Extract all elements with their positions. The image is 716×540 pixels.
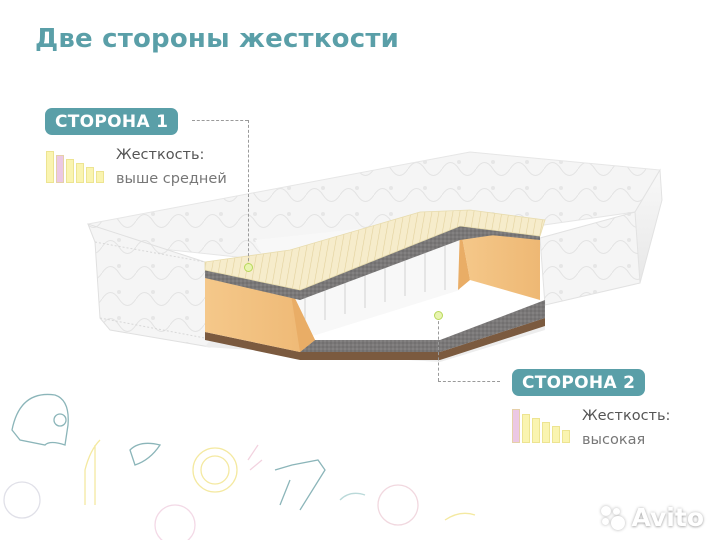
side2-hardness-bars-icon — [512, 409, 570, 443]
side1-badge: СТОРОНА 1 — [45, 108, 179, 135]
side1-hardness-label: Жесткость: — [116, 147, 205, 163]
background-doodles — [3, 393, 476, 540]
page-title: Две стороны жесткости — [35, 24, 400, 54]
callout-line-side2-v — [438, 316, 439, 381]
callout-line-side1-h — [192, 120, 248, 121]
side2-hardness-label: Жесткость: — [582, 408, 671, 424]
callout-dot-side1 — [244, 263, 253, 272]
side1-hardness-value: выше средней — [116, 171, 227, 187]
mattress-cross-section — [204, 209, 546, 360]
callout-dot-side2 — [434, 311, 443, 320]
side2-hardness-value: высокая — [582, 432, 646, 448]
hardness-bar — [562, 430, 570, 443]
hardness-bar — [66, 159, 74, 183]
hardness-bar — [46, 151, 54, 183]
avito-logo-icon — [600, 505, 629, 530]
hardness-bar — [96, 171, 104, 183]
hardness-bar — [522, 414, 530, 443]
avito-watermark: Avito — [600, 503, 704, 532]
callout-line-side2-h — [438, 381, 500, 382]
hardness-bar — [512, 409, 520, 443]
side1-hardness: Жесткость: выше средней — [116, 143, 227, 191]
hardness-bar — [532, 418, 540, 443]
hardness-bar — [56, 155, 64, 183]
side1-hardness-bars-icon — [46, 149, 104, 183]
avito-watermark-text: Avito — [631, 503, 704, 532]
hardness-bar — [86, 167, 94, 183]
hardness-bar — [552, 426, 560, 443]
side2-badge: СТОРОНА 2 — [512, 369, 646, 396]
side2-hardness: Жесткость: высокая — [582, 404, 670, 452]
hardness-bar — [76, 163, 84, 183]
callout-line-side1-v — [248, 120, 249, 266]
hardness-bar — [542, 422, 550, 443]
